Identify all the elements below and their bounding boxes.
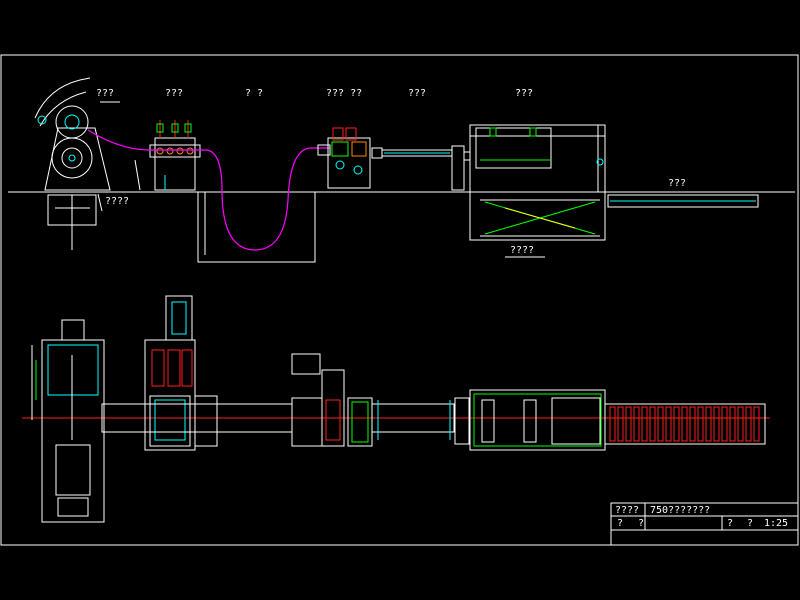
roller	[737, 406, 744, 442]
roller-table	[607, 194, 759, 208]
roller	[673, 406, 680, 442]
roller	[745, 406, 752, 442]
title-cell-b: ?	[638, 518, 644, 529]
roller	[625, 406, 632, 442]
roller	[721, 406, 728, 442]
label-conveyor: ???	[408, 88, 426, 99]
strip-path	[87, 129, 330, 251]
roller	[617, 406, 624, 442]
roller	[713, 406, 720, 442]
roller	[681, 406, 688, 442]
straightener-plan	[144, 295, 218, 451]
roller	[753, 406, 760, 442]
title-cell-c: ?	[727, 518, 733, 529]
title-block-label: ????	[615, 505, 639, 516]
roller	[689, 406, 696, 442]
conveyor	[381, 145, 471, 191]
plan-view	[22, 295, 770, 523]
label-roller-table: ???	[668, 178, 686, 189]
roller	[657, 406, 664, 442]
roller	[609, 406, 616, 442]
roller-set	[609, 406, 760, 442]
roller-table-plan	[604, 403, 766, 445]
label-loop: ? ?	[245, 88, 263, 99]
roller	[697, 406, 704, 442]
uncoiler-plan	[31, 319, 105, 523]
stacker-plan	[469, 389, 606, 451]
feeder-shear-plan	[291, 353, 373, 447]
roller	[633, 406, 640, 442]
drawing-title: 750???????	[650, 505, 710, 516]
roller	[649, 406, 656, 442]
roller	[641, 406, 648, 442]
label-stacker: ???	[515, 88, 533, 99]
drawing-scale: 1:25	[764, 518, 788, 529]
straightener	[134, 120, 201, 191]
roller	[665, 406, 672, 442]
elevation-view: ??? ??? ? ? ??? ?? ??? ??? ???? ???? ???	[8, 77, 795, 263]
stacker	[469, 124, 606, 241]
label-straightener: ???	[165, 88, 183, 99]
label-pit: ????	[105, 196, 129, 207]
label-uncoiler: ???	[96, 88, 114, 99]
roller	[705, 406, 712, 442]
title-block: ???? 750??????? ? ? ? ? 1:25	[610, 502, 799, 546]
loop-pit	[197, 192, 316, 263]
title-cell-d: ?	[747, 518, 753, 529]
drawing-border	[0, 54, 799, 546]
feeder-shear	[317, 127, 383, 189]
label-feeder-shear: ??? ??	[326, 88, 362, 99]
label-lift-table: ????	[510, 245, 534, 256]
uncoiler	[34, 77, 120, 250]
roller	[729, 406, 736, 442]
title-cell-a: ?	[617, 518, 623, 529]
conveyor-plan	[371, 397, 470, 445]
